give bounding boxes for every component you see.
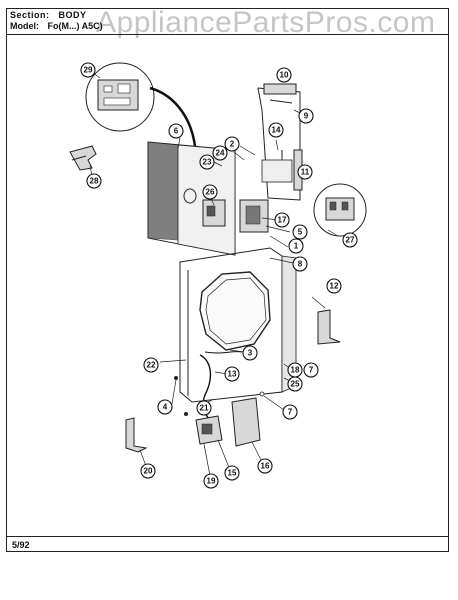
callout-12: 12	[326, 278, 342, 294]
callout-2-label: 2	[230, 140, 235, 149]
callout-14-label: 14	[272, 126, 281, 135]
door-switch	[195, 415, 223, 445]
callout-3: 3	[242, 345, 258, 361]
callout-16-label: 16	[261, 462, 270, 471]
callout-1: 1	[288, 238, 304, 254]
callout-27: 27	[342, 232, 358, 248]
model-label: Model:	[10, 21, 39, 31]
callout-5: 5	[292, 224, 308, 240]
front-panel	[179, 247, 297, 403]
leader-lines	[89, 71, 339, 477]
screw-parts	[174, 376, 265, 416]
callout-15-label: 15	[228, 469, 237, 478]
callout-5-label: 5	[298, 228, 303, 237]
callout-7b: 7	[282, 404, 298, 420]
callout-24: 24	[212, 145, 228, 161]
callout-7a-label: 7	[309, 366, 314, 375]
duct-part	[239, 199, 269, 233]
callout-28-label: 28	[90, 177, 99, 186]
callout-4: 4	[157, 399, 173, 415]
callout-22: 22	[143, 357, 159, 373]
section-header: Section: BODY	[10, 10, 93, 20]
diagram-sheet	[6, 8, 449, 552]
callout-19: 19	[203, 473, 219, 489]
callout-28: 28	[86, 173, 102, 189]
callout-13-label: 13	[228, 370, 237, 379]
callout-20: 20	[140, 463, 156, 479]
callout-25-label: 25	[291, 380, 300, 389]
callout-24-label: 24	[216, 149, 225, 158]
upper-bracket	[257, 83, 301, 201]
control-board-inset	[85, 62, 198, 159]
callout-27-label: 27	[346, 236, 355, 245]
callout-23-label: 23	[203, 158, 212, 167]
callout-14: 14	[268, 122, 284, 138]
callout-7a: 7	[303, 362, 319, 378]
cover-plate	[231, 397, 261, 447]
callout-6: 6	[168, 123, 184, 139]
callout-3-label: 3	[248, 349, 253, 358]
callout-21-label: 21	[200, 404, 209, 413]
callout-8: 8	[292, 256, 308, 272]
relay-part	[202, 199, 226, 227]
header-divider	[6, 34, 449, 35]
callout-2: 2	[224, 136, 240, 152]
section-label: Section:	[10, 10, 50, 20]
switch-inset	[313, 183, 367, 237]
callout-29: 29	[80, 62, 96, 78]
callout-13: 13	[224, 366, 240, 382]
hinge-clip	[125, 417, 148, 453]
callout-17-label: 17	[278, 216, 287, 225]
callout-23: 23	[199, 154, 215, 170]
callout-26: 26	[202, 184, 218, 200]
footer-date: 5/92	[12, 540, 30, 550]
model-header: Model: Fo(M...) A5C)	[10, 21, 109, 31]
callout-11-label: 11	[301, 168, 310, 177]
callout-18-label: 18	[291, 366, 300, 375]
callout-17: 17	[274, 212, 290, 228]
callout-29-label: 29	[84, 66, 93, 75]
callout-12-label: 12	[330, 282, 339, 291]
callout-9-label: 9	[304, 112, 309, 121]
section-value: BODY	[58, 10, 87, 20]
callout-4-label: 4	[163, 403, 168, 412]
callout-21: 21	[196, 400, 212, 416]
model-value: Fo(M...) A5C)	[47, 21, 103, 31]
callout-22-label: 22	[147, 361, 156, 370]
l-bracket	[317, 309, 341, 345]
callout-10-label: 10	[280, 71, 289, 80]
callout-16: 16	[257, 458, 273, 474]
callout-8-label: 8	[298, 260, 303, 269]
watermark: AppliancePartsPros.com	[96, 6, 436, 39]
callout-7b-label: 7	[288, 408, 293, 417]
callout-15: 15	[224, 465, 240, 481]
callout-10: 10	[276, 67, 292, 83]
callout-9: 9	[298, 108, 314, 124]
small-clip-part	[69, 145, 97, 171]
callout-19-label: 19	[207, 477, 216, 486]
callout-26-label: 26	[206, 188, 215, 197]
callout-11: 11	[297, 164, 313, 180]
callout-25: 25	[287, 376, 303, 392]
callout-1-label: 1	[294, 242, 299, 251]
footer-divider	[6, 536, 449, 537]
callout-18: 18	[287, 362, 303, 378]
callout-6-label: 6	[174, 127, 179, 136]
callout-20-label: 20	[144, 467, 153, 476]
